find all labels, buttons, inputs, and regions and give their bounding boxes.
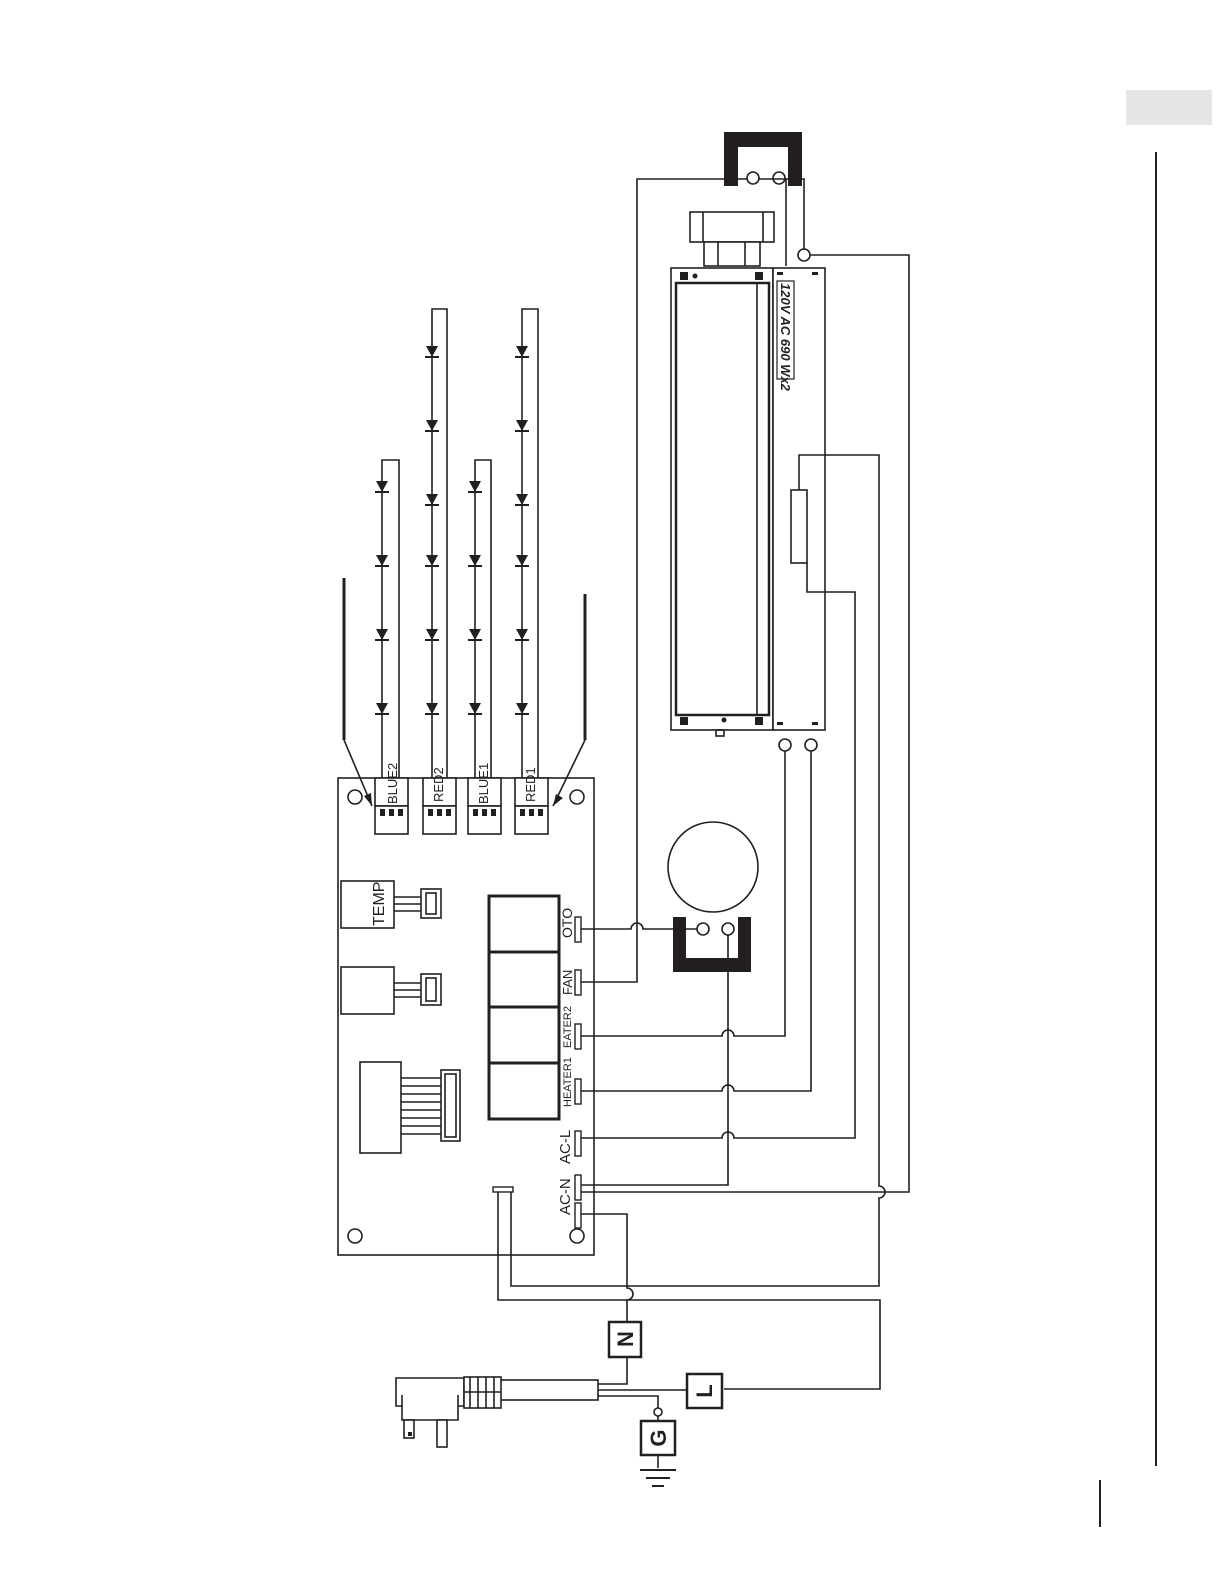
page-tab-marker (1126, 90, 1212, 125)
blower-housing (671, 268, 773, 736)
heater-terminal-1 (779, 739, 791, 751)
ground-terminal-box: G (641, 1421, 675, 1455)
line-label: L (692, 1384, 717, 1397)
led-strip-red2 (425, 309, 447, 778)
ground-symbol (640, 1455, 676, 1486)
terminal-oto (575, 917, 581, 942)
connector-label-red1: RED1 (523, 767, 538, 802)
connector-label-blue1: BLUE1 (476, 763, 491, 804)
heater-terminal-2 (805, 739, 817, 751)
terminal-ac-n-2 (575, 1203, 581, 1228)
thermal-cutoff (673, 917, 751, 972)
right-reflector-rod (553, 594, 585, 806)
terminal-heater2 (575, 1024, 581, 1049)
ground-label: G (646, 1429, 671, 1446)
connector-label-blue2: BLUE2 (385, 763, 400, 804)
left-reflector-rod (344, 578, 372, 806)
relay-label-oto: OTO (559, 908, 575, 938)
heater-rating-label: 120V AC 690 Wx2 (778, 283, 793, 392)
control-board: BLUE2 RED2 BLUE1 RED1 TEMP (338, 763, 594, 1255)
power-plug (396, 1377, 598, 1447)
temp-label: TEMP (371, 882, 388, 926)
relay-bank (489, 896, 559, 1119)
connector-label-red2: RED2 (431, 767, 446, 802)
line-terminal-box: L (687, 1374, 722, 1408)
power-label-ac-l: AC-L (557, 1130, 574, 1164)
led-strip-red1 (515, 309, 538, 778)
fan-junction (798, 249, 810, 261)
ground-tab (493, 1187, 513, 1192)
neutral-label: N (613, 1331, 638, 1347)
led-strip-blue1 (468, 460, 491, 778)
led-strip-blue2 (375, 460, 399, 778)
relay-label-fan: FAN (560, 970, 575, 995)
power-label-ac-n: AC-N (557, 1178, 574, 1215)
relay-label-heater1: HEATER1 (562, 1057, 574, 1107)
terminal-ac-n-1 (575, 1175, 581, 1200)
terminal-fan (575, 970, 581, 995)
relay-label-heater2: EATER2 (562, 1006, 574, 1048)
terminal-ac-l (575, 1131, 581, 1156)
terminal-heater1 (575, 1079, 581, 1104)
neutral-terminal-box: N (609, 1322, 641, 1357)
resistor (791, 490, 807, 563)
thermostat-disc (668, 822, 758, 912)
